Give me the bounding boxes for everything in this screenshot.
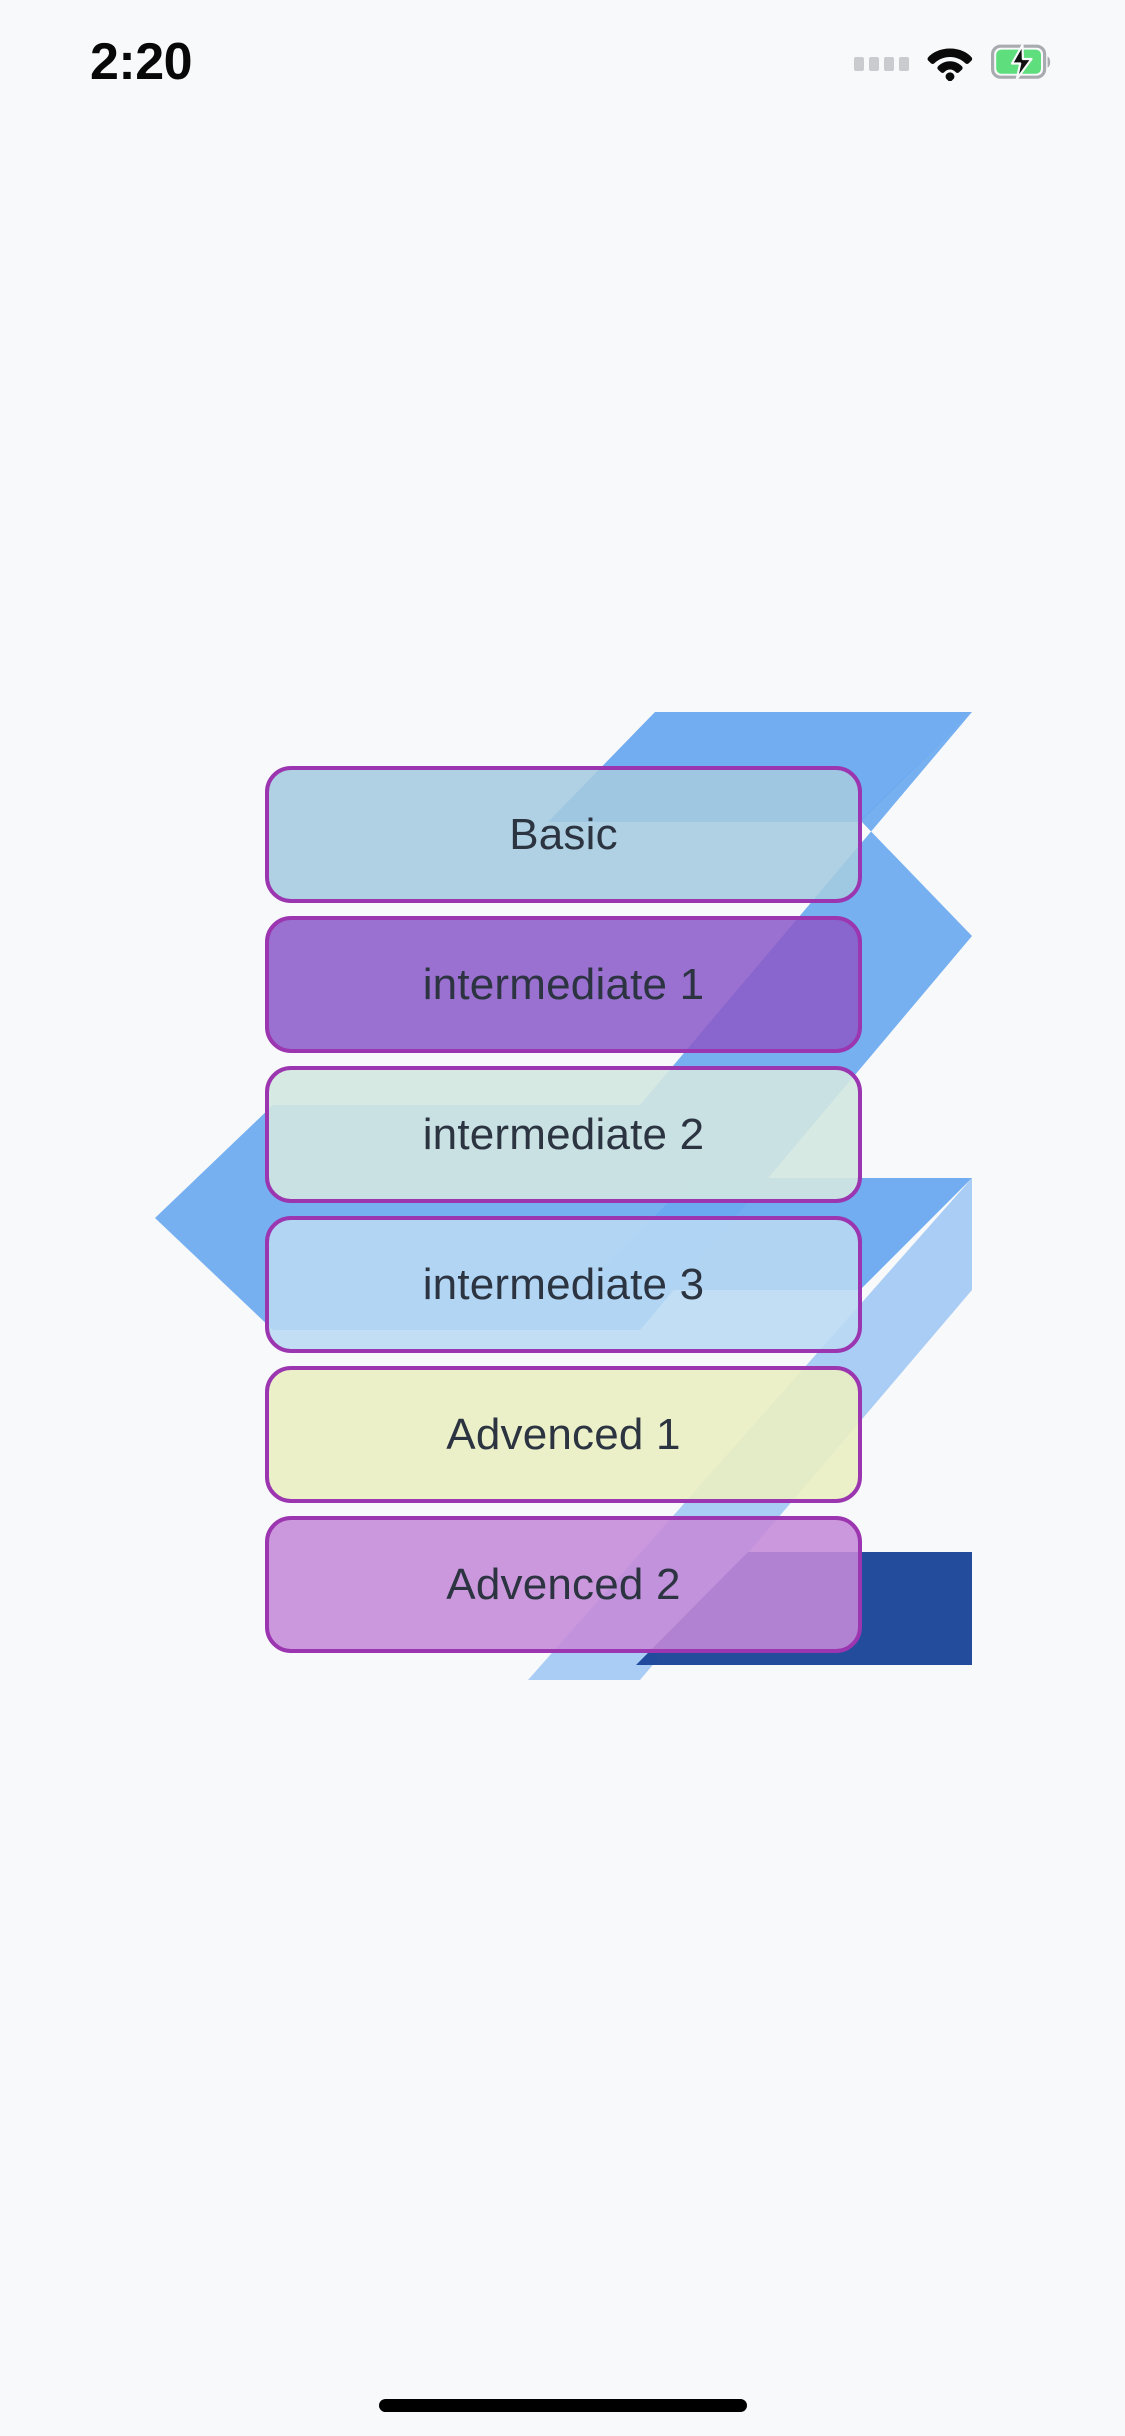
level-button-label: Advenced 1: [446, 1409, 681, 1459]
battery-charging-icon: [991, 44, 1051, 80]
level-button-label: intermediate 3: [422, 1259, 705, 1309]
status-bar-time: 2:20: [90, 33, 193, 91]
level-button-intermediate-1[interactable]: intermediate 1: [265, 916, 862, 1053]
home-indicator[interactable]: [378, 2399, 747, 2412]
status-bar-indicators: [854, 38, 1053, 86]
wifi-icon: [927, 48, 973, 81]
level-button-stack: Basic intermediate 1 intermediate 2 inte…: [265, 766, 862, 1653]
level-button-label: Advenced 2: [446, 1559, 681, 1609]
level-button-advanced-2[interactable]: Advenced 2: [265, 1516, 862, 1653]
level-button-intermediate-3[interactable]: intermediate 3: [265, 1216, 862, 1353]
level-button-advanced-1[interactable]: Advenced 1: [265, 1366, 862, 1503]
level-button-label: intermediate 1: [422, 959, 705, 1009]
signal-dots-icon: [854, 51, 909, 71]
level-button-intermediate-2[interactable]: intermediate 2: [265, 1066, 862, 1203]
status-bar: 2:20: [0, 0, 1125, 130]
level-button-basic[interactable]: Basic: [265, 766, 862, 903]
level-button-label: Basic: [509, 809, 618, 859]
level-button-label: intermediate 2: [422, 1109, 705, 1159]
